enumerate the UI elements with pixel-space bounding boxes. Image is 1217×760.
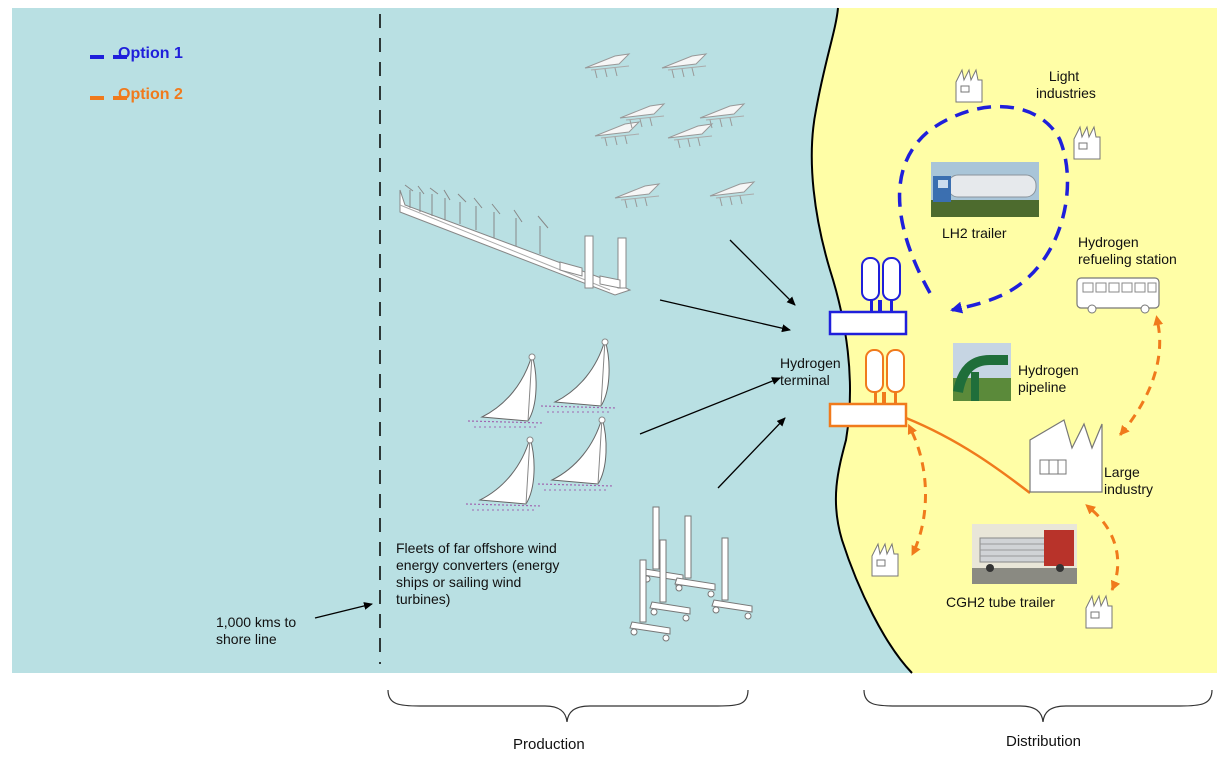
pipeline-label: Hydrogen pipeline [1018,362,1079,395]
pipeline-photo [953,343,1011,401]
legend-option1-label: Option 1 [118,45,183,62]
sea-area [12,8,912,673]
arrow-turbines-to-terminal [659,299,791,333]
arrow-distance [314,602,373,619]
arrow-sails-to-terminal [639,377,781,435]
distance-label: 1,000 kms to shore line [216,614,297,647]
option2-link-station [1118,315,1164,436]
distribution-brace [863,689,1213,723]
large-industry-label: Large industry [1104,464,1154,497]
refueling-station-label: Hydrogen refueling station [1078,234,1177,267]
terminal-label: Hydrogen terminal [780,355,841,388]
production-label: Production [513,736,585,753]
large-industry-icon [1029,419,1103,493]
light-industries-label: Light industries [1036,68,1096,101]
hydrogen-tank-icon [828,349,908,428]
option1-distribution-loop [897,104,1070,314]
wind-turbine-row [399,184,632,296]
fleets-label: Fleets of far offshore wind energy conve… [396,540,560,607]
tube-trailer-photo [972,524,1077,584]
option2-link-small-industry [907,423,927,556]
distribution-label: Distribution [1006,733,1082,750]
lh2-trailer-label: LH2 trailer [942,225,1007,241]
shore-line [810,7,913,674]
hydrogen-tank-icon [828,257,908,336]
arrow-ships-to-terminal [729,239,796,306]
arrow-towers-to-terminal [717,417,786,489]
pipeline-link [905,416,1031,494]
legend-option2-label: Option 2 [118,86,183,103]
production-brace [387,689,749,723]
bus-icon [1076,277,1160,314]
lh2-truck-photo [931,162,1039,217]
cgh2-trailer-label: CGH2 tube trailer [946,594,1055,610]
